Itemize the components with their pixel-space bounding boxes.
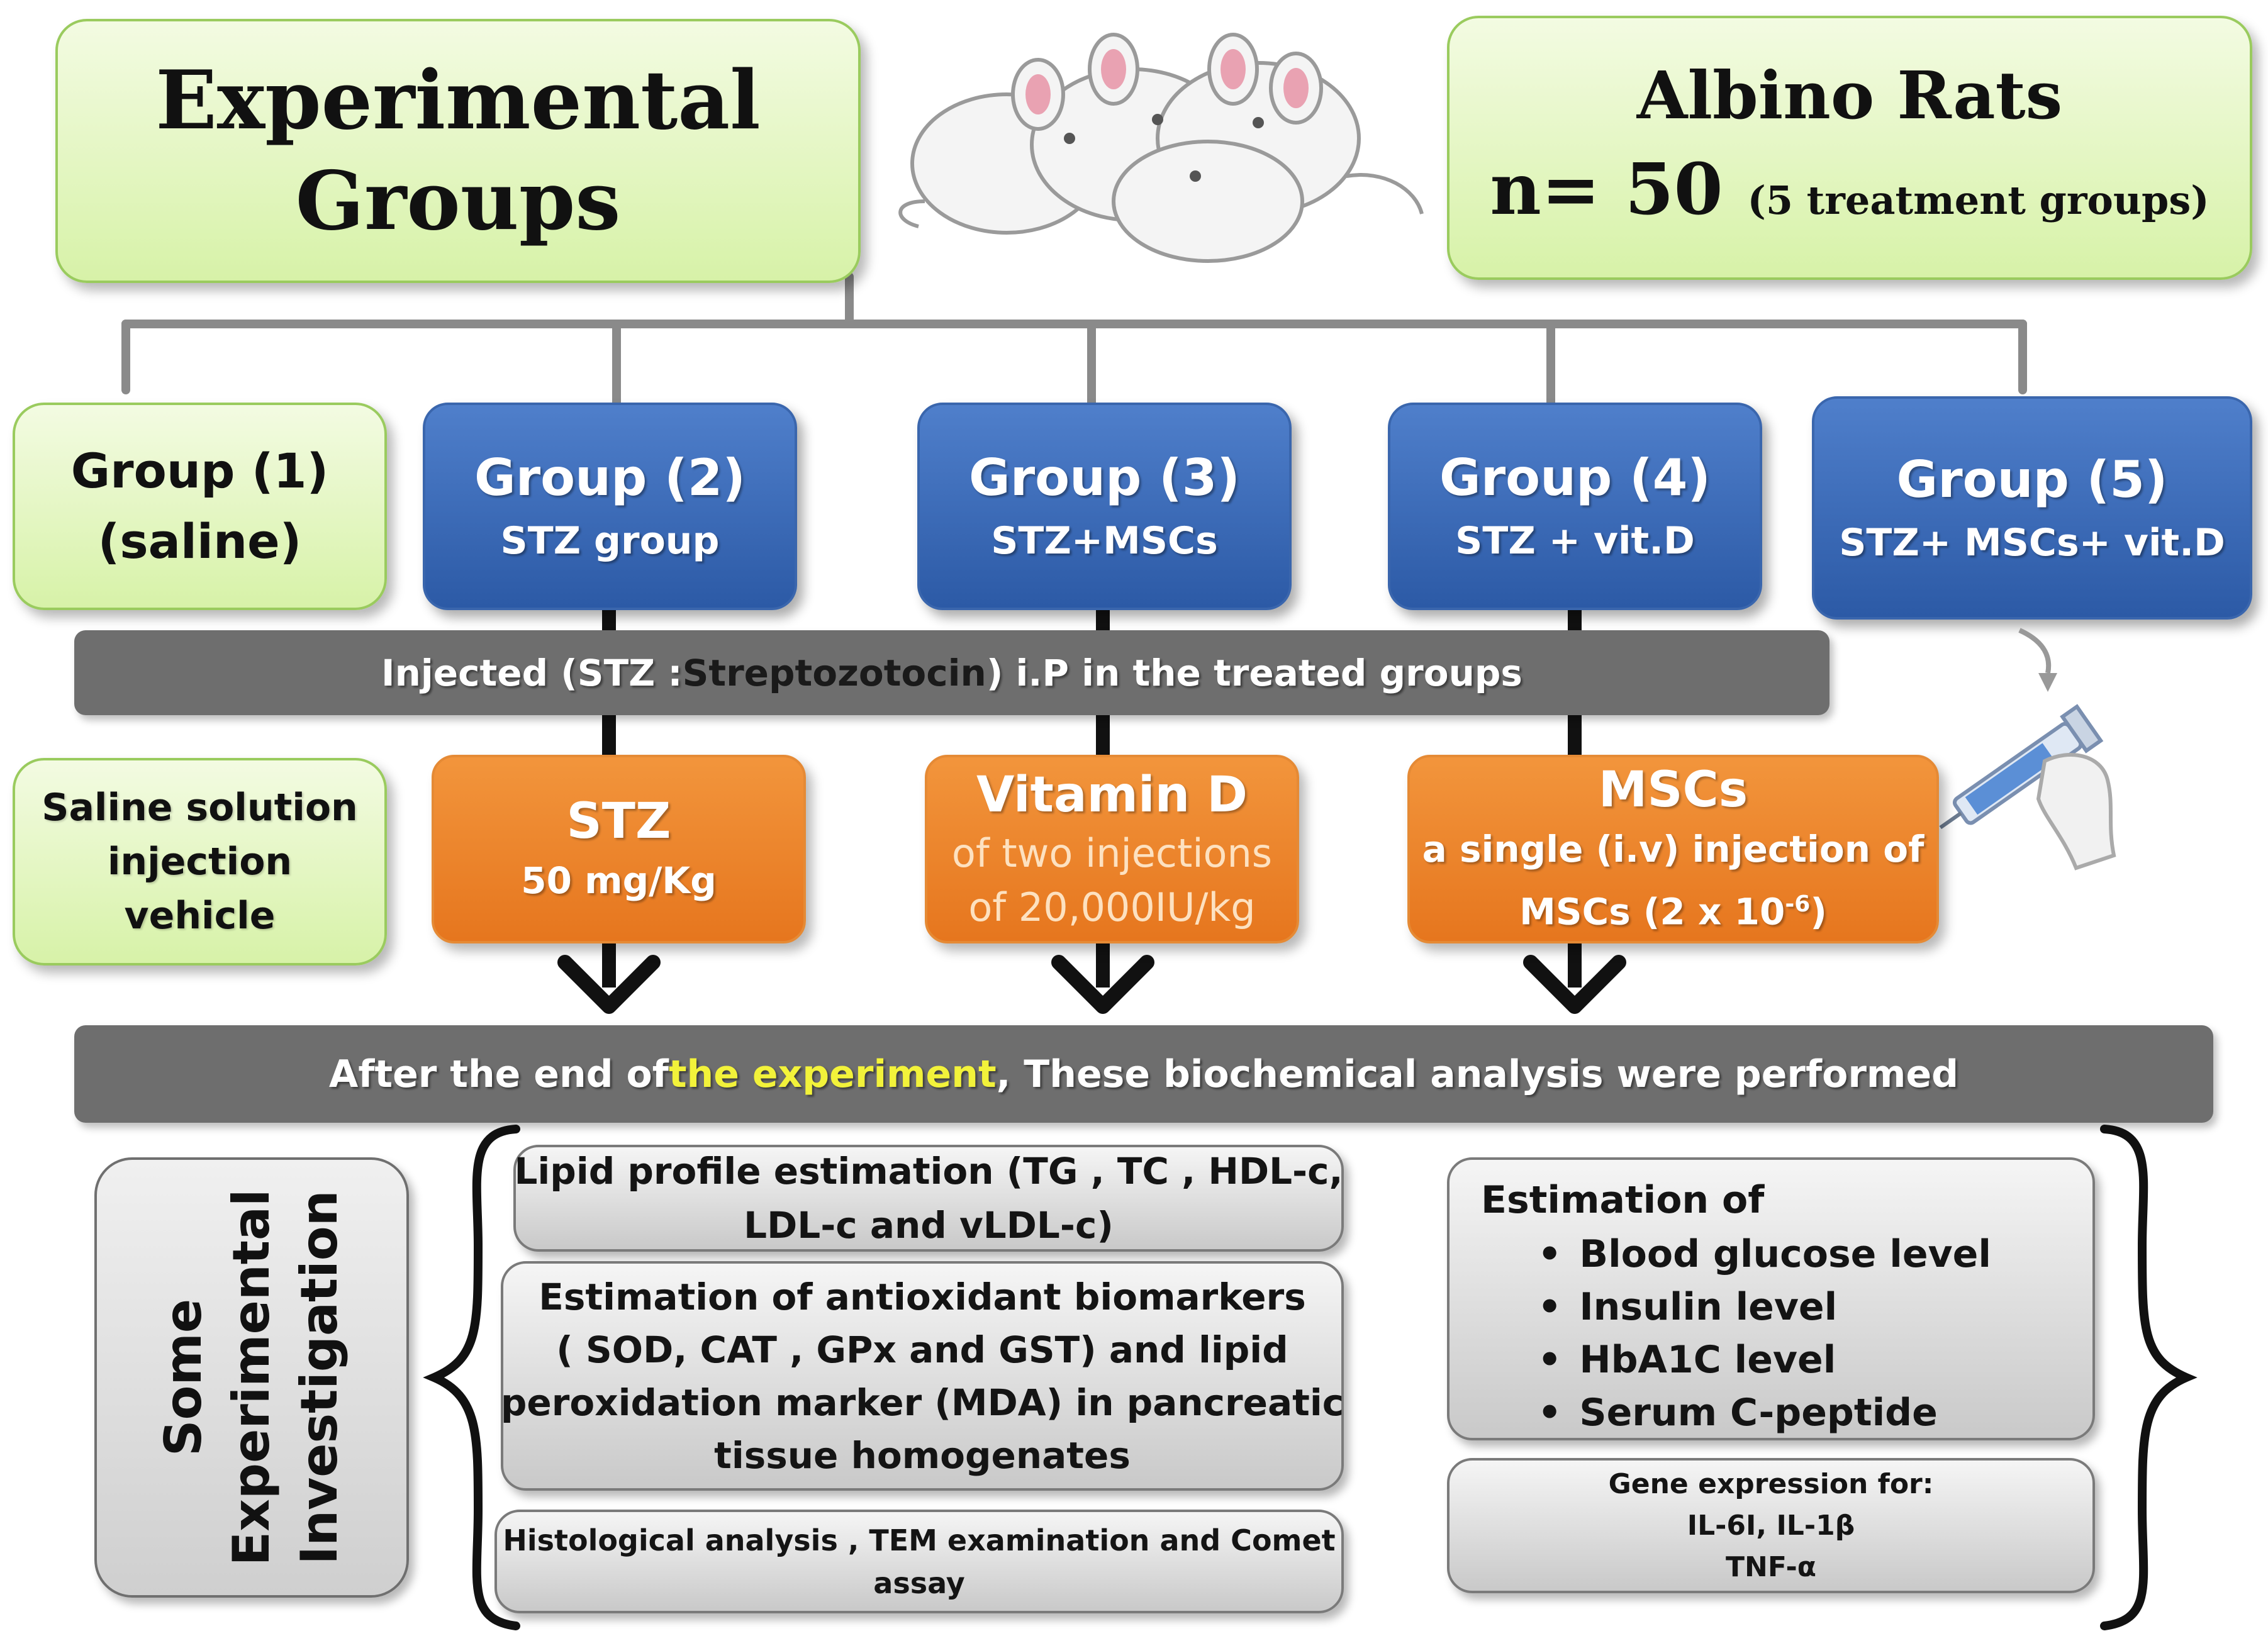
estimation-heading: Estimation of	[1481, 1178, 1765, 1222]
gene-line-1: Gene expression for:	[1608, 1467, 1934, 1500]
rats-note: (5 treatment groups)	[1747, 177, 2209, 223]
investigation-line-3: Investigation	[290, 1190, 349, 1565]
group-3-label: Group (3)	[969, 448, 1240, 507]
group-1-sub: (saline)	[98, 513, 302, 569]
investigation-line-2: Experimental	[222, 1189, 281, 1566]
saline-line-3: vehicle	[124, 894, 276, 938]
rats-count-line: n= 50 (5 treatment groups)	[1490, 143, 2209, 248]
saline-injection-box: Saline solution injection vehicle	[13, 758, 387, 965]
stz-dose: 50 mg/Kg	[521, 859, 717, 902]
analysis-prefix: After the end of	[328, 1052, 669, 1096]
group-5-sub: STZ+ MSCs+ vit.D	[1839, 520, 2225, 565]
analysis-highlight: the experiment	[668, 1052, 997, 1096]
group-2-box: Group (2) STZ group	[423, 403, 797, 610]
group-2-sub: STZ group	[500, 519, 720, 563]
mscs-dose-base: MSCs (2 x 10	[1519, 890, 1785, 933]
antioxidant-line-2: ( SOD, CAT , GPx and GST) and lipid	[556, 1328, 1288, 1371]
injection-suffix: ) i.P in the treated groups	[986, 651, 1522, 694]
antioxidant-line-1: Estimation of antioxidant biomarkers	[539, 1275, 1306, 1318]
vitamin-d-line-2: of 20,000IU/kg	[968, 884, 1256, 930]
estimation-item-insulin: Insulin level	[1575, 1281, 1991, 1333]
injection-streptozotocin: Streptozotocin	[682, 651, 986, 694]
vitamin-d-treatment-box: Vitamin D of two injections of 20,000IU/…	[925, 755, 1299, 943]
antioxidant-biomarkers-box: Estimation of antioxidant biomarkers ( S…	[501, 1261, 1344, 1491]
injection-prefix: Injected (STZ :	[381, 651, 683, 694]
group-1-box: Group (1) (saline)	[13, 403, 387, 610]
injection-bar: Injected (STZ : Streptozotocin ) i.P in …	[74, 630, 1829, 715]
group-4-box: Group (4) STZ + vit.D	[1388, 403, 1762, 610]
group-5-label: Group (5)	[1896, 450, 2168, 509]
histological-analysis-box: Histological analysis , TEM examination …	[494, 1510, 1344, 1613]
vitamin-d-line-1: of two injections	[951, 830, 1273, 876]
antioxidant-line-3: peroxidation marker (MDA) in pancreatic	[500, 1381, 1344, 1424]
title-line-2: Groups	[295, 154, 621, 248]
lipid-line-2: LDL-c and vLDL-c)	[744, 1204, 1114, 1247]
investigation-label: Some Experimental Investigation	[150, 1189, 354, 1566]
estimation-item-blood-glucose: Blood glucose level	[1575, 1228, 1991, 1281]
mscs-dose-end: )	[1810, 890, 1827, 933]
mscs-line-2: MSCs (2 x 10-6)	[1519, 877, 1827, 939]
histology-line-2: assay	[873, 1566, 965, 1600]
saline-line-1: Saline solution	[42, 786, 358, 830]
antioxidant-line-4: tissue homogenates	[714, 1433, 1131, 1477]
mscs-line-1: a single (i.v) injection of	[1422, 828, 1924, 871]
group-5-box: Group (5) STZ+ MSCs+ vit.D	[1812, 396, 2252, 620]
analysis-suffix: , These biochemical analysis were perfor…	[996, 1052, 1959, 1096]
group-1-label: Group (1)	[70, 443, 329, 499]
investigation-line-1: Some	[154, 1298, 213, 1457]
mscs-dose-exponent: -6	[1785, 891, 1811, 918]
gene-line-3: TNF-α	[1725, 1550, 1817, 1583]
group-2-label: Group (2)	[474, 448, 746, 507]
mscs-treatment-box: MSCs a single (i.v) injection of MSCs (2…	[1407, 755, 1939, 943]
some-experimental-investigation-box: Some Experimental Investigation	[94, 1157, 409, 1598]
syringe-hand-icon	[1939, 628, 2116, 871]
estimation-item-c-peptide: Serum C-peptide	[1575, 1386, 1991, 1439]
histology-line-1: Histological analysis , TEM examination …	[503, 1523, 1336, 1557]
rats-count: n= 50	[1490, 148, 1723, 231]
estimation-item-hba1c: HbA1C level	[1575, 1333, 1991, 1386]
albino-rats-box: Albino Rats n= 50 (5 treatment groups)	[1447, 16, 2252, 280]
group-3-box: Group (3) STZ+MSCs	[917, 403, 1292, 610]
experimental-groups-title-box: Experimental Groups	[55, 19, 861, 283]
gene-expression-box: Gene expression for: IL-6I, IL-1β TNF-α	[1447, 1458, 2095, 1593]
estimation-box: Estimation of Blood glucose level Insuli…	[1447, 1157, 2095, 1440]
group-4-label: Group (4)	[1439, 448, 1711, 507]
stz-treatment-box: STZ 50 mg/Kg	[432, 755, 806, 943]
analysis-bar: After the end of the experiment , These …	[74, 1025, 2213, 1123]
lipid-line-1: Lipid profile estimation (TG , TC , HDL-…	[514, 1150, 1343, 1193]
mscs-title: MSCs	[1598, 762, 1748, 819]
saline-line-2: injection	[107, 840, 293, 884]
title-line-1: Experimental	[155, 53, 761, 148]
vitamin-d-title: Vitamin D	[976, 767, 1248, 823]
group-3-sub: STZ+MSCs	[991, 519, 1218, 563]
rats-title: Albino Rats	[1636, 56, 2063, 134]
estimation-list: Blood glucose level Insulin level HbA1C …	[1481, 1228, 1991, 1439]
albino-rats-illustration	[898, 33, 1424, 263]
group-4-sub: STZ + vit.D	[1455, 519, 1695, 563]
stz-title: STZ	[566, 793, 671, 850]
lipid-profile-box: Lipid profile estimation (TG , TC , HDL-…	[513, 1145, 1344, 1252]
gene-line-2: IL-6I, IL-1β	[1687, 1509, 1855, 1542]
